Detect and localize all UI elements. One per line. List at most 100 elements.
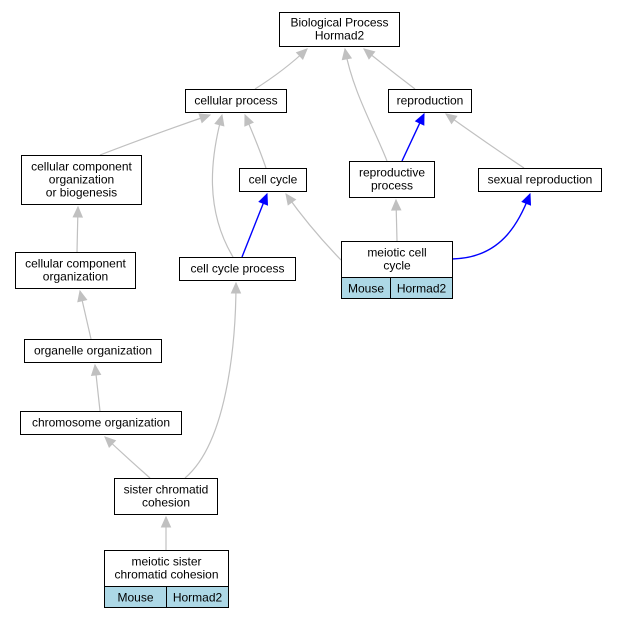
- edge-arrowhead: [72, 205, 84, 218]
- edge-line: [344, 48, 388, 162]
- node-box: [24, 339, 162, 363]
- edge-line: [211, 114, 234, 258]
- annotation-gene-cell[interactable]: [390, 277, 453, 299]
- node-cell-cycle-process[interactable]: cell cycle process: [179, 257, 296, 281]
- edge-cell-cycle-to-cellular-process: [244, 113, 267, 169]
- edge-line: [99, 114, 211, 156]
- annotation-species-label: Mouse: [117, 591, 153, 605]
- node-label-line: reproductive: [359, 166, 425, 180]
- edge-ccob-to-cellular-process: [99, 113, 212, 156]
- edge-arrowhead: [160, 515, 172, 528]
- annotation-gene-cell[interactable]: [166, 586, 229, 608]
- edge-cell-cycle-process-to-cellular-process: [211, 113, 234, 258]
- edge-arrowhead: [295, 48, 308, 61]
- node-box: [114, 478, 218, 515]
- node-label-line: Biological Process: [290, 16, 388, 30]
- node-box: [179, 257, 296, 281]
- node-box: [388, 89, 472, 113]
- node-sexual-reproduction[interactable]: sexual reproduction: [478, 168, 602, 192]
- node-box: [104, 550, 229, 587]
- edge-sister-chromatid-cohesion-to-chromosome-organization: [104, 436, 151, 479]
- node-label-line: Hormad2: [315, 29, 365, 43]
- node-label-line: sister chromatid: [124, 483, 209, 497]
- edge-cco-to-ccob: [72, 205, 84, 253]
- edge-arrowhead: [414, 112, 425, 126]
- edge-arrowhead: [90, 363, 102, 377]
- node-label-line: organization: [43, 270, 108, 284]
- node-label-line: reproduction: [397, 94, 464, 108]
- edge-reproduction-to-biological-process: [363, 48, 416, 90]
- node-label-line: organelle organization: [34, 344, 152, 358]
- edge-arrowhead: [230, 281, 242, 294]
- node-label-line: or biogenesis: [46, 186, 117, 200]
- edge-line: [184, 282, 237, 479]
- edge-chromosome-organization-to-organelle-organization: [90, 363, 102, 412]
- node-label-line: process: [371, 179, 413, 193]
- node-cellular-process[interactable]: cellular process: [185, 89, 287, 113]
- edge-arrowhead: [104, 436, 117, 449]
- edge-arrowhead: [214, 113, 225, 127]
- edge-sister-chromatid-cohesion-to-cell-cycle-process: [184, 281, 242, 479]
- node-cell-cycle[interactable]: cell cycle: [239, 168, 307, 192]
- node-label-line: cycle: [383, 259, 411, 273]
- edge-arrowhead: [445, 113, 458, 125]
- node-label-line: cellular component: [25, 257, 126, 271]
- node-box: [341, 241, 453, 278]
- edge-reproductive-process-to-biological-process: [341, 47, 388, 162]
- node-label-line: meiotic cell: [367, 246, 426, 260]
- node-box: [239, 168, 307, 192]
- edge-arrowhead: [244, 113, 255, 127]
- node-box: [478, 168, 602, 192]
- edge-arrowhead: [363, 48, 376, 60]
- edge-line: [451, 193, 531, 260]
- edge-arrowhead: [198, 113, 212, 124]
- annotation-species-label: Mouse: [348, 282, 384, 296]
- node-box: [20, 411, 182, 435]
- node-label-line: cell cycle: [249, 173, 298, 187]
- edge-cellular-process-to-biological-process: [254, 48, 308, 90]
- node-label-line: sexual reproduction: [488, 173, 593, 187]
- edge-organelle-organization-to-cco: [77, 289, 92, 340]
- node-label-line: cohesion: [142, 496, 190, 510]
- node-box: [185, 89, 287, 113]
- node-label-line: organization: [49, 173, 114, 187]
- annotation-gene-label: Hormad2: [397, 282, 447, 296]
- edge-arrowhead: [285, 193, 297, 206]
- node-label-line: meiotic sister: [131, 555, 201, 569]
- node-label-line: chromatid cohesion: [114, 568, 218, 582]
- node-chromosome-organization[interactable]: chromosome organization: [20, 411, 182, 435]
- node-label-line: cellular component: [31, 160, 132, 174]
- edge-line: [241, 193, 268, 258]
- node-box: [15, 252, 136, 289]
- node-label-line: cell cycle process: [190, 262, 284, 276]
- edge-arrowhead: [521, 192, 532, 206]
- edge-layer: [72, 47, 532, 550]
- node-reproduction[interactable]: reproduction: [388, 89, 472, 113]
- node-organelle-organization[interactable]: organelle organization: [24, 339, 162, 363]
- node-box: [21, 155, 142, 205]
- edge-meiotic-cell-cycle-to-reproductive-process: [390, 198, 402, 242]
- annotation-gene-label: Hormad2: [173, 591, 223, 605]
- edge-arrowhead: [258, 192, 269, 206]
- edge-meiotic-sister-chromatid-cohesion-to-sister-chromatid-cohesion: [160, 515, 172, 550]
- edge-line: [285, 193, 342, 261]
- edge-arrowhead: [390, 198, 402, 211]
- edge-arrowhead: [341, 47, 353, 61]
- node-box: [349, 161, 435, 198]
- edge-arrowhead: [77, 289, 88, 303]
- edge-reproductive-process-to-reproduction: [401, 112, 425, 162]
- node-label-line: cellular process: [194, 94, 277, 108]
- edge-meiotic-cell-cycle-to-sexual-reproduction: [451, 192, 532, 260]
- edge-line: [445, 113, 525, 169]
- edge-sexual-reproduction-to-reproduction: [445, 113, 525, 169]
- node-box: [279, 12, 400, 47]
